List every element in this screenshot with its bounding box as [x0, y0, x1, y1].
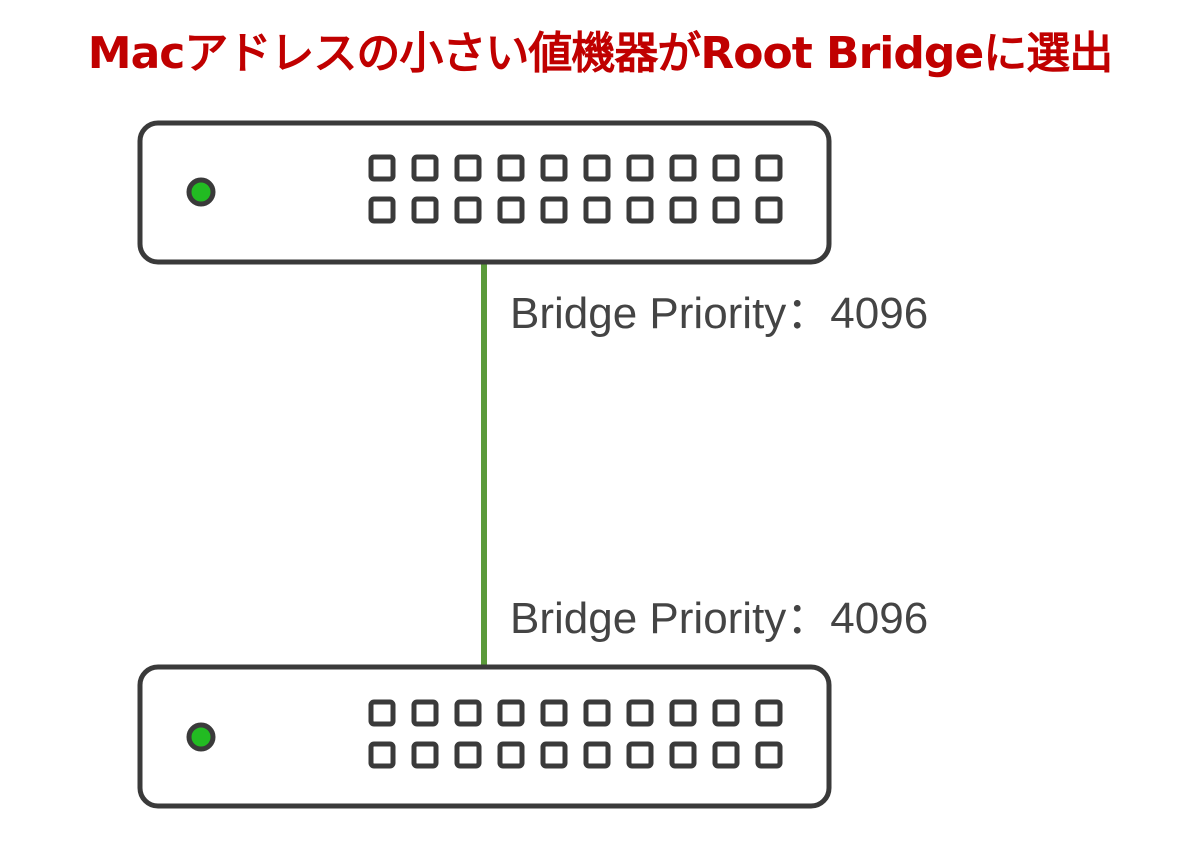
switch-top-port	[669, 196, 697, 224]
switch-top-chassis	[137, 120, 832, 265]
switch-top-port	[368, 154, 396, 182]
switch-top-port	[626, 154, 654, 182]
switch-bottom-port	[411, 699, 439, 727]
switch-bottom-chassis	[137, 664, 832, 809]
top-bridge-priority-label: Bridge Priority：4096	[510, 289, 929, 338]
switch-bottom-port	[368, 741, 396, 769]
switch-bottom-port	[626, 699, 654, 727]
switch-bottom-port	[368, 699, 396, 727]
switch-top-port	[454, 196, 482, 224]
switch-bottom[interactable]	[137, 664, 832, 809]
switch-top-port	[583, 154, 611, 182]
switch-bottom-port	[626, 741, 654, 769]
switch-top-port	[411, 154, 439, 182]
switch-top-port	[540, 196, 568, 224]
switch-bottom-port	[712, 741, 740, 769]
switch-top-port	[712, 196, 740, 224]
switch-top-port	[454, 154, 482, 182]
switch-bottom-port	[712, 699, 740, 727]
switch-top-port	[755, 196, 783, 224]
switch-top-status-led	[186, 177, 216, 207]
switch-bottom-port	[497, 741, 525, 769]
switch-bottom-port	[454, 741, 482, 769]
switch-top[interactable]	[137, 120, 832, 265]
switch-bottom-port	[540, 699, 568, 727]
switch-bottom-port	[497, 699, 525, 727]
switch-bottom-port	[583, 699, 611, 727]
switch-top-port	[669, 154, 697, 182]
switch-bottom-port	[755, 741, 783, 769]
bottom-bridge-priority-label: Bridge Priority：4096	[510, 594, 929, 643]
switch-bottom-port	[669, 699, 697, 727]
switch-top-port	[368, 196, 396, 224]
switch-top-port	[583, 196, 611, 224]
switch-top-port-grid	[368, 154, 783, 224]
switch-top-port	[712, 154, 740, 182]
switch-bottom-port	[540, 741, 568, 769]
switch-top-port	[497, 154, 525, 182]
switch-bottom-port-grid	[368, 699, 783, 769]
switch-top-port	[540, 154, 568, 182]
switch-top-port	[755, 154, 783, 182]
switch-bottom-port	[755, 699, 783, 727]
switch-top-port	[626, 196, 654, 224]
switch-top-port	[497, 196, 525, 224]
switch-bottom-port	[411, 741, 439, 769]
switch-bottom-port	[454, 699, 482, 727]
switch-top-port	[411, 196, 439, 224]
switch-bottom-port	[669, 741, 697, 769]
diagram-title: Macアドレスの小さい値機器がRoot Bridgeに選出	[87, 28, 1113, 79]
switch-bottom-port	[583, 741, 611, 769]
switch-bottom-status-led	[186, 722, 216, 752]
